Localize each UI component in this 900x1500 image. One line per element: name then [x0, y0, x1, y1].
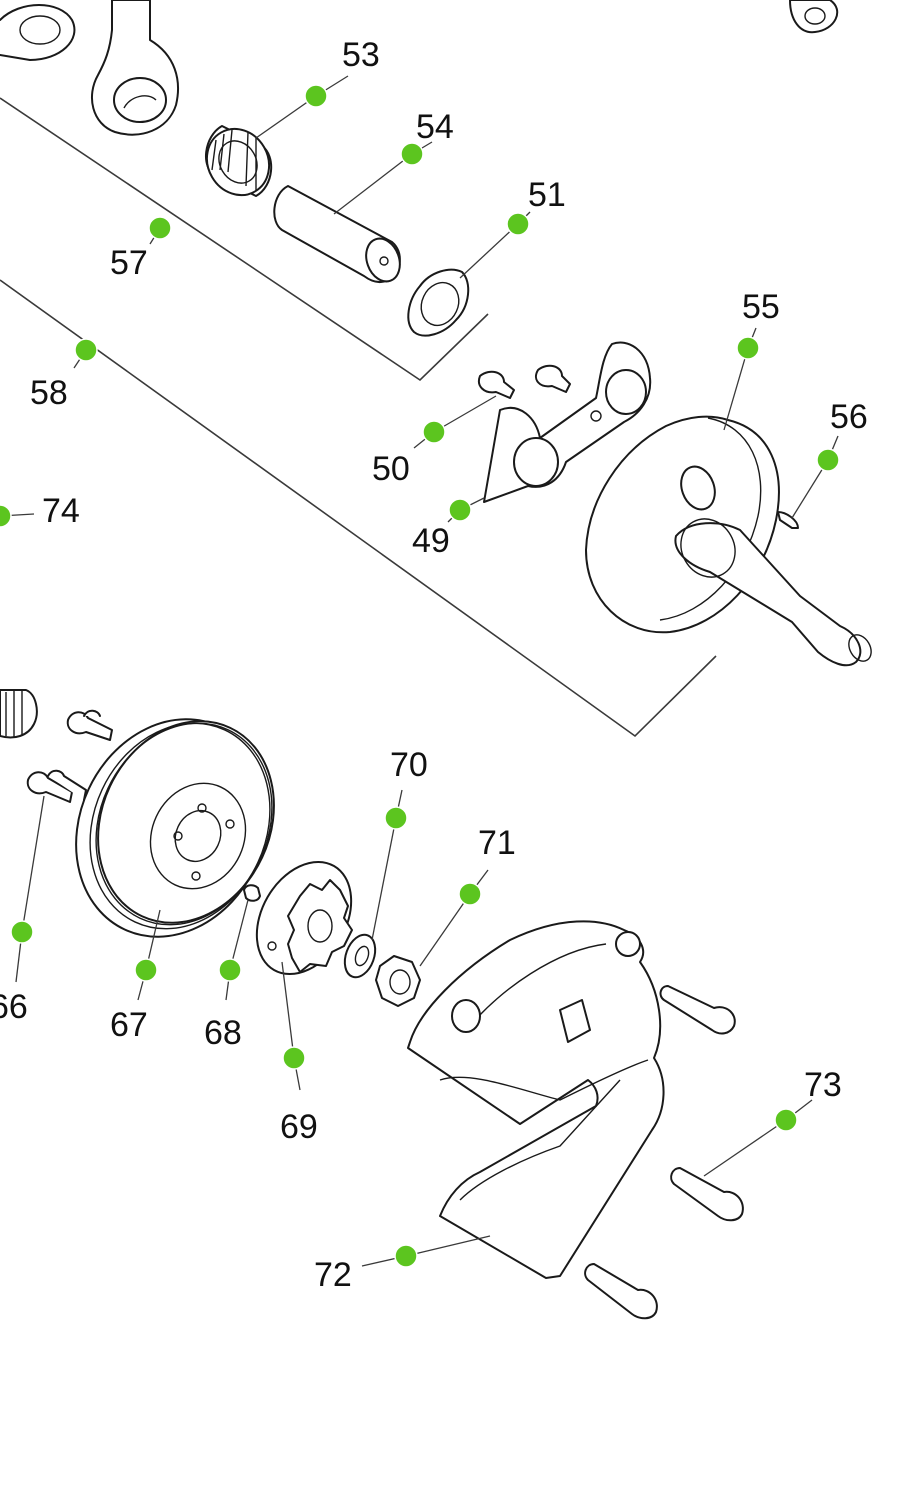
- callout-label-73: 73: [804, 1066, 842, 1104]
- screw-partial-top-right: [789, 0, 839, 34]
- flywheel-bolts: [26, 709, 113, 803]
- group-bracket-58: [0, 279, 717, 738]
- hotspot-69[interactable]: [282, 1046, 306, 1070]
- connecting-rod: [90, 0, 180, 136]
- hotspot-74[interactable]: [0, 504, 12, 528]
- callout-label-55: 55: [742, 288, 780, 326]
- group-bracket-57: [0, 97, 489, 382]
- flywheel: [75, 718, 275, 938]
- crankshaft: [585, 415, 872, 667]
- hotspot-72[interactable]: [394, 1244, 418, 1268]
- hotspot-55[interactable]: [736, 336, 760, 360]
- callout-label-66: 66: [0, 988, 28, 1026]
- callout-label-58: 58: [30, 374, 68, 412]
- hotspot-50[interactable]: [422, 420, 446, 444]
- crank-pin: [273, 185, 401, 284]
- callout-label-53: 53: [342, 36, 380, 74]
- needle-bearing: [204, 125, 273, 197]
- hotspot-68[interactable]: [218, 958, 242, 982]
- hotspot-51[interactable]: [506, 212, 530, 236]
- woodruff-key: [777, 511, 799, 529]
- callout-label-50: 50: [372, 450, 410, 488]
- callout-label-56: 56: [830, 398, 868, 436]
- counterweight-screws: [478, 364, 571, 399]
- bearing-partial-top-left: [0, 4, 76, 61]
- callout-labels: 53 54 51 57 58 55 56 50 49 74 70 71 66 6…: [0, 36, 868, 1294]
- hotspot-58[interactable]: [74, 338, 98, 362]
- hotspot-67[interactable]: [134, 958, 158, 982]
- callout-label-74: 74: [42, 492, 80, 530]
- counterweight: [483, 341, 652, 503]
- callout-label-54: 54: [416, 108, 454, 146]
- callout-label-67: 67: [110, 1006, 148, 1044]
- guard-bolts: [584, 985, 744, 1320]
- hotspot-49[interactable]: [448, 498, 472, 522]
- hotspot-73[interactable]: [774, 1108, 798, 1132]
- thrust-washer: [407, 268, 470, 337]
- callout-label-49: 49: [412, 522, 450, 560]
- hotspot-53[interactable]: [304, 84, 328, 108]
- callout-label-69: 69: [280, 1108, 318, 1146]
- dowel-pin: [243, 884, 261, 902]
- callout-hotspots: [0, 84, 840, 1268]
- callout-label-68: 68: [204, 1014, 242, 1052]
- callout-label-70: 70: [390, 746, 428, 784]
- sprocket-guard: [407, 920, 665, 1279]
- bearing-partial-left: [0, 689, 38, 739]
- callout-label-51: 51: [528, 176, 566, 214]
- callout-label-71: 71: [478, 824, 516, 862]
- hex-nut: [375, 955, 421, 1007]
- hotspot-70[interactable]: [384, 806, 408, 830]
- hotspot-66[interactable]: [10, 920, 34, 944]
- hotspot-71[interactable]: [458, 882, 482, 906]
- callout-label-72: 72: [314, 1256, 352, 1294]
- hotspot-57[interactable]: [148, 216, 172, 240]
- washer: [343, 933, 377, 979]
- hotspot-54[interactable]: [400, 142, 424, 166]
- callout-label-57: 57: [110, 244, 148, 282]
- hotspot-56[interactable]: [816, 448, 840, 472]
- drive-sprocket: [255, 860, 353, 976]
